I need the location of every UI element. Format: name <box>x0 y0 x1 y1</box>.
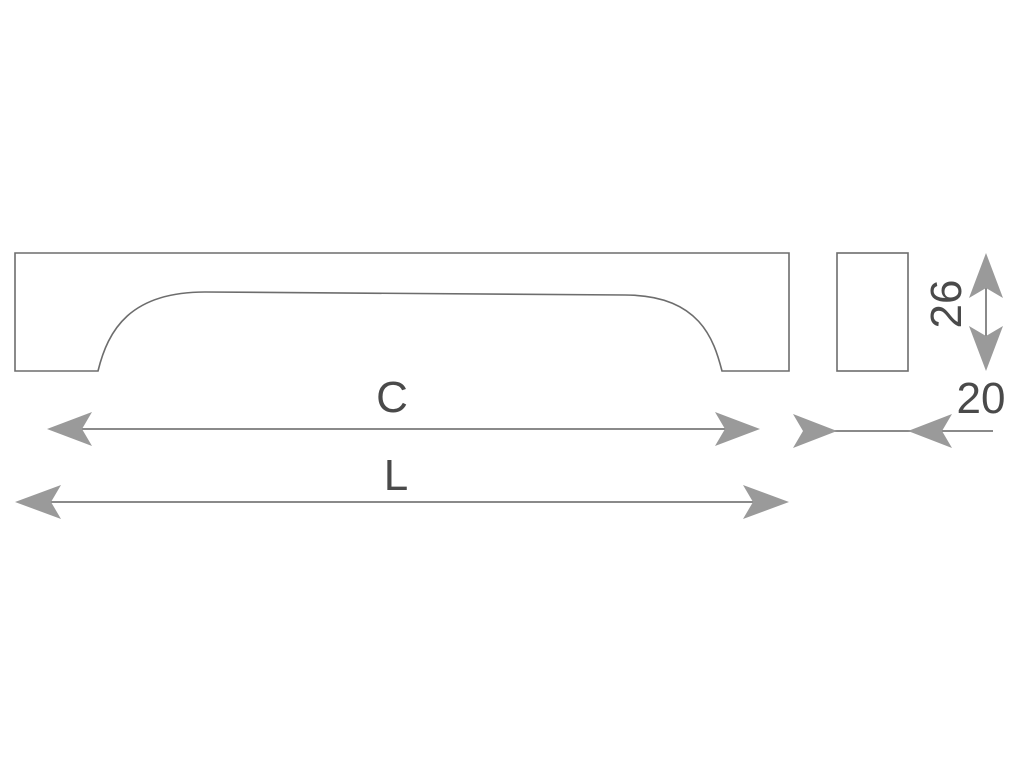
dimension-l: L <box>15 451 789 519</box>
dimension-width: 20 <box>793 374 1005 448</box>
handle-side-outline <box>836 252 909 372</box>
handle-side-view <box>836 252 909 372</box>
dimension-l-label: L <box>384 451 408 500</box>
dimension-width-label: 20 <box>957 374 1006 423</box>
dimension-height-label: 26 <box>922 280 971 329</box>
dimension-l-right-arrowhead <box>743 485 789 519</box>
dimension-c-label: C <box>376 373 408 422</box>
handle-front-view <box>14 252 790 372</box>
dimension-width-left-arrowhead <box>793 414 837 448</box>
dimension-l-left-arrowhead <box>15 485 61 519</box>
dimension-c-right-arrowhead <box>715 412 760 446</box>
dimension-height-top-arrowhead <box>969 253 1003 298</box>
dimension-height: 26 <box>922 253 1003 371</box>
dimension-c: C <box>47 373 760 446</box>
handle-front-outline <box>14 252 790 372</box>
dimension-height-bottom-arrowhead <box>969 326 1003 371</box>
dimension-width-right-arrowhead <box>908 414 952 448</box>
dimension-c-left-arrowhead <box>47 412 92 446</box>
